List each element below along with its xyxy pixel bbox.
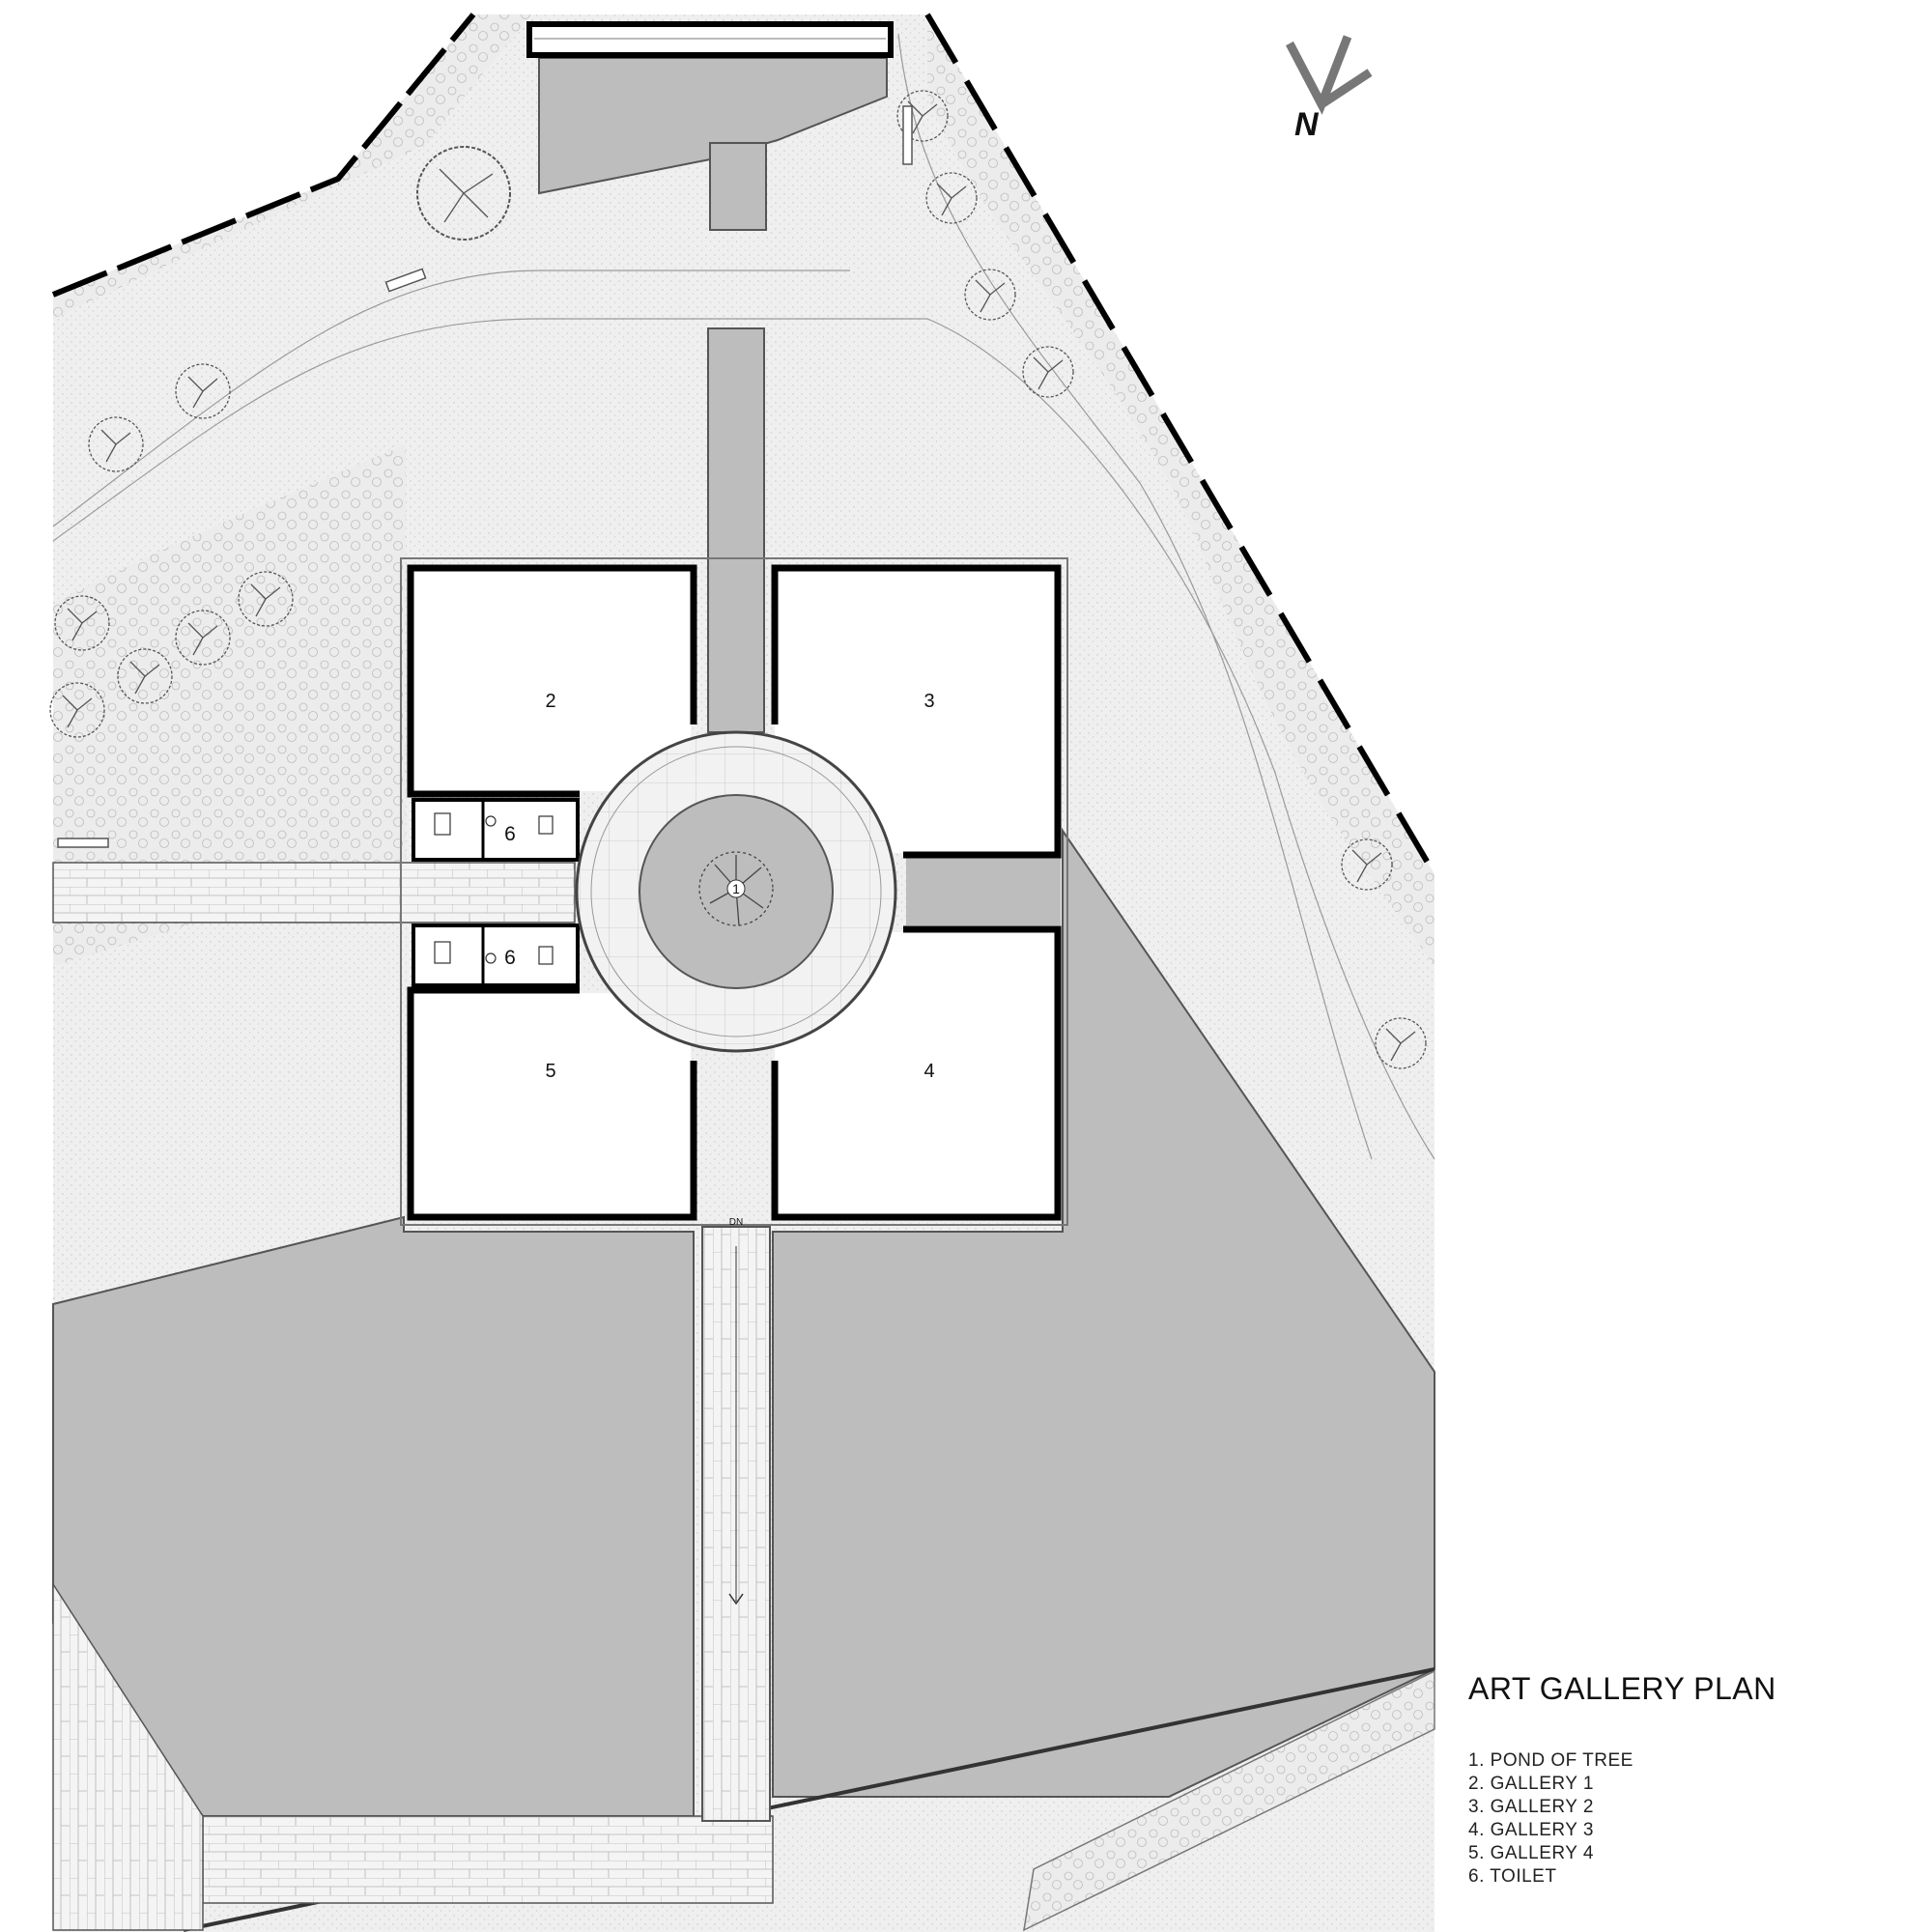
legend-item: 5. GALLERY 4 — [1468, 1843, 1594, 1863]
gallery-building-outline — [400, 557, 1068, 1226]
central-walkway — [701, 327, 771, 1822]
reflecting-pool-southeast — [772, 827, 1435, 1798]
gallery-2-label: 3 — [923, 691, 934, 712]
legend-item: 6. TOILET — [1468, 1866, 1557, 1887]
north-label: N — [1294, 106, 1320, 143]
plan-legend: ART GALLERY PLAN 1. POND OF TREE 2. GALL… — [1468, 1671, 1913, 1889]
stair-down-label: DN — [729, 1217, 743, 1228]
tree-icon — [1022, 346, 1074, 398]
reflecting-pool-southwest — [52, 1215, 695, 1817]
tree-icon — [88, 416, 144, 472]
north-arrow: N — [1286, 35, 1373, 143]
reflecting-pool-east — [906, 840, 1061, 925]
south-promenade — [52, 1581, 1435, 1932]
toilet-blocks — [412, 798, 580, 987]
pond-label: 1 — [732, 881, 740, 896]
legend-item: 2. GALLERY 1 — [1468, 1774, 1594, 1794]
tree-icon — [964, 269, 1016, 321]
toilet-north-label: 6 — [504, 823, 516, 845]
tree-icon — [117, 648, 173, 704]
winding-path-north — [52, 318, 1435, 1160]
tree-icon — [416, 146, 511, 241]
tree-icon — [49, 682, 105, 738]
legend-item: 4. GALLERY 3 — [1468, 1820, 1594, 1840]
tree-icon — [896, 90, 949, 142]
entrance-pavilion — [526, 21, 894, 231]
tree-icon — [1341, 838, 1393, 891]
tree-icon — [1375, 1017, 1427, 1069]
gallery-3-label: 4 — [923, 1061, 934, 1082]
pebble-strip-east — [927, 14, 1435, 966]
reflecting-pool-group — [52, 57, 1435, 1817]
pond-tree-icon — [698, 851, 774, 926]
tree-icon — [175, 610, 231, 666]
toilet-south-label: 6 — [504, 947, 516, 969]
central-rotunda — [575, 730, 897, 1053]
west-walkway — [52, 862, 576, 923]
gallery-1-label: 2 — [545, 691, 555, 712]
toilet-north — [412, 798, 580, 862]
legend-item: 1. POND OF TREE — [1468, 1750, 1634, 1771]
tree-icon — [54, 595, 110, 651]
legend-item: 3. GALLERY 2 — [1468, 1797, 1594, 1817]
legend-list: 1. POND OF TREE 2. GALLERY 1 3. GALLERY … — [1468, 1749, 1913, 1889]
toilet-south — [412, 923, 580, 987]
tree-icon — [175, 363, 231, 419]
gallery-4-label: 5 — [545, 1061, 555, 1082]
plan-title: ART GALLERY PLAN — [1468, 1671, 1776, 1706]
tree-icon — [925, 172, 978, 224]
north-arrow-icon — [1286, 35, 1373, 115]
tree-symbols — [49, 90, 1427, 1069]
tree-icon — [238, 571, 294, 627]
pebble-garden-west — [53, 444, 406, 966]
gallery-4-room — [413, 993, 691, 1214]
bench-symbols — [57, 105, 913, 848]
